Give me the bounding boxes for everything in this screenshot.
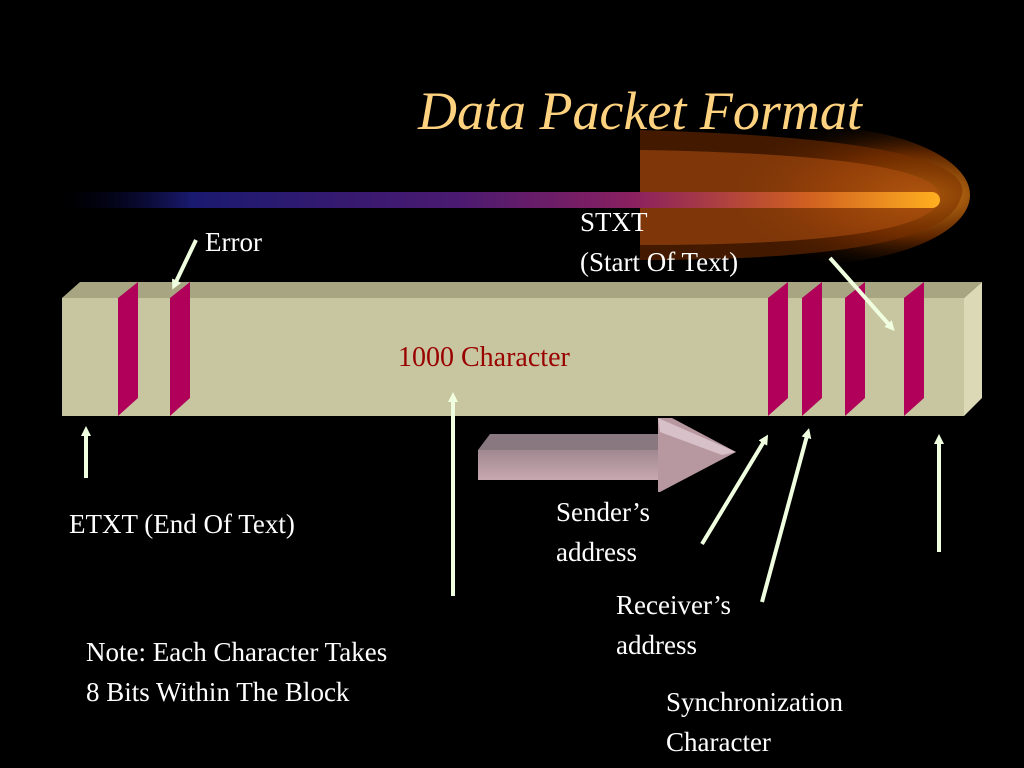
etxt-marker: [118, 282, 138, 416]
stxt-marker-b: [904, 282, 924, 416]
receiver-label-line1: Receiver’s: [616, 590, 731, 620]
stxt-marker-a: [845, 282, 865, 416]
sender-label: Sender’s address: [556, 492, 650, 572]
note-text: Note: Each Character Takes 8 Bits Within…: [86, 632, 387, 712]
comet-decoration: [60, 125, 970, 265]
note-line1: Note: Each Character Takes: [86, 637, 388, 667]
block-label: 1000 Character: [398, 342, 570, 373]
error-label: Error: [205, 227, 262, 257]
sync-label-line1: Synchronization: [666, 687, 843, 717]
sender-marker: [802, 282, 822, 416]
receiver-arrow: [760, 428, 812, 603]
stxt-arrow: [828, 256, 895, 331]
sender-label-line1: Sender’s: [556, 497, 650, 527]
receiver-label-line2: address: [616, 630, 697, 660]
stxt-label-line1: STXT: [580, 207, 648, 237]
receiver-marker: [768, 282, 788, 416]
stxt-label: STXT (Start Of Text): [580, 202, 738, 282]
sender-arrow: [700, 434, 769, 546]
slide-title: Data Packet Format: [418, 81, 862, 141]
direction-arrow: [478, 418, 736, 492]
error-marker: [170, 282, 190, 416]
note-line2: 8 Bits Within The Block: [86, 677, 350, 707]
sender-label-line2: address: [556, 537, 637, 567]
error-arrow: [172, 239, 198, 290]
block-top-face: [62, 282, 982, 298]
field-markers: [118, 282, 924, 416]
etxt-label: ETXT (End Of Text): [69, 509, 295, 539]
sync-label-line2: Character: [666, 727, 771, 757]
receiver-label: Receiver’s address: [616, 585, 731, 665]
block-side-face: [964, 282, 982, 416]
sync-label: Synchronization Character: [666, 682, 843, 762]
stxt-label-line2: (Start Of Text): [580, 247, 739, 277]
pointer-arrows: [81, 239, 944, 603]
